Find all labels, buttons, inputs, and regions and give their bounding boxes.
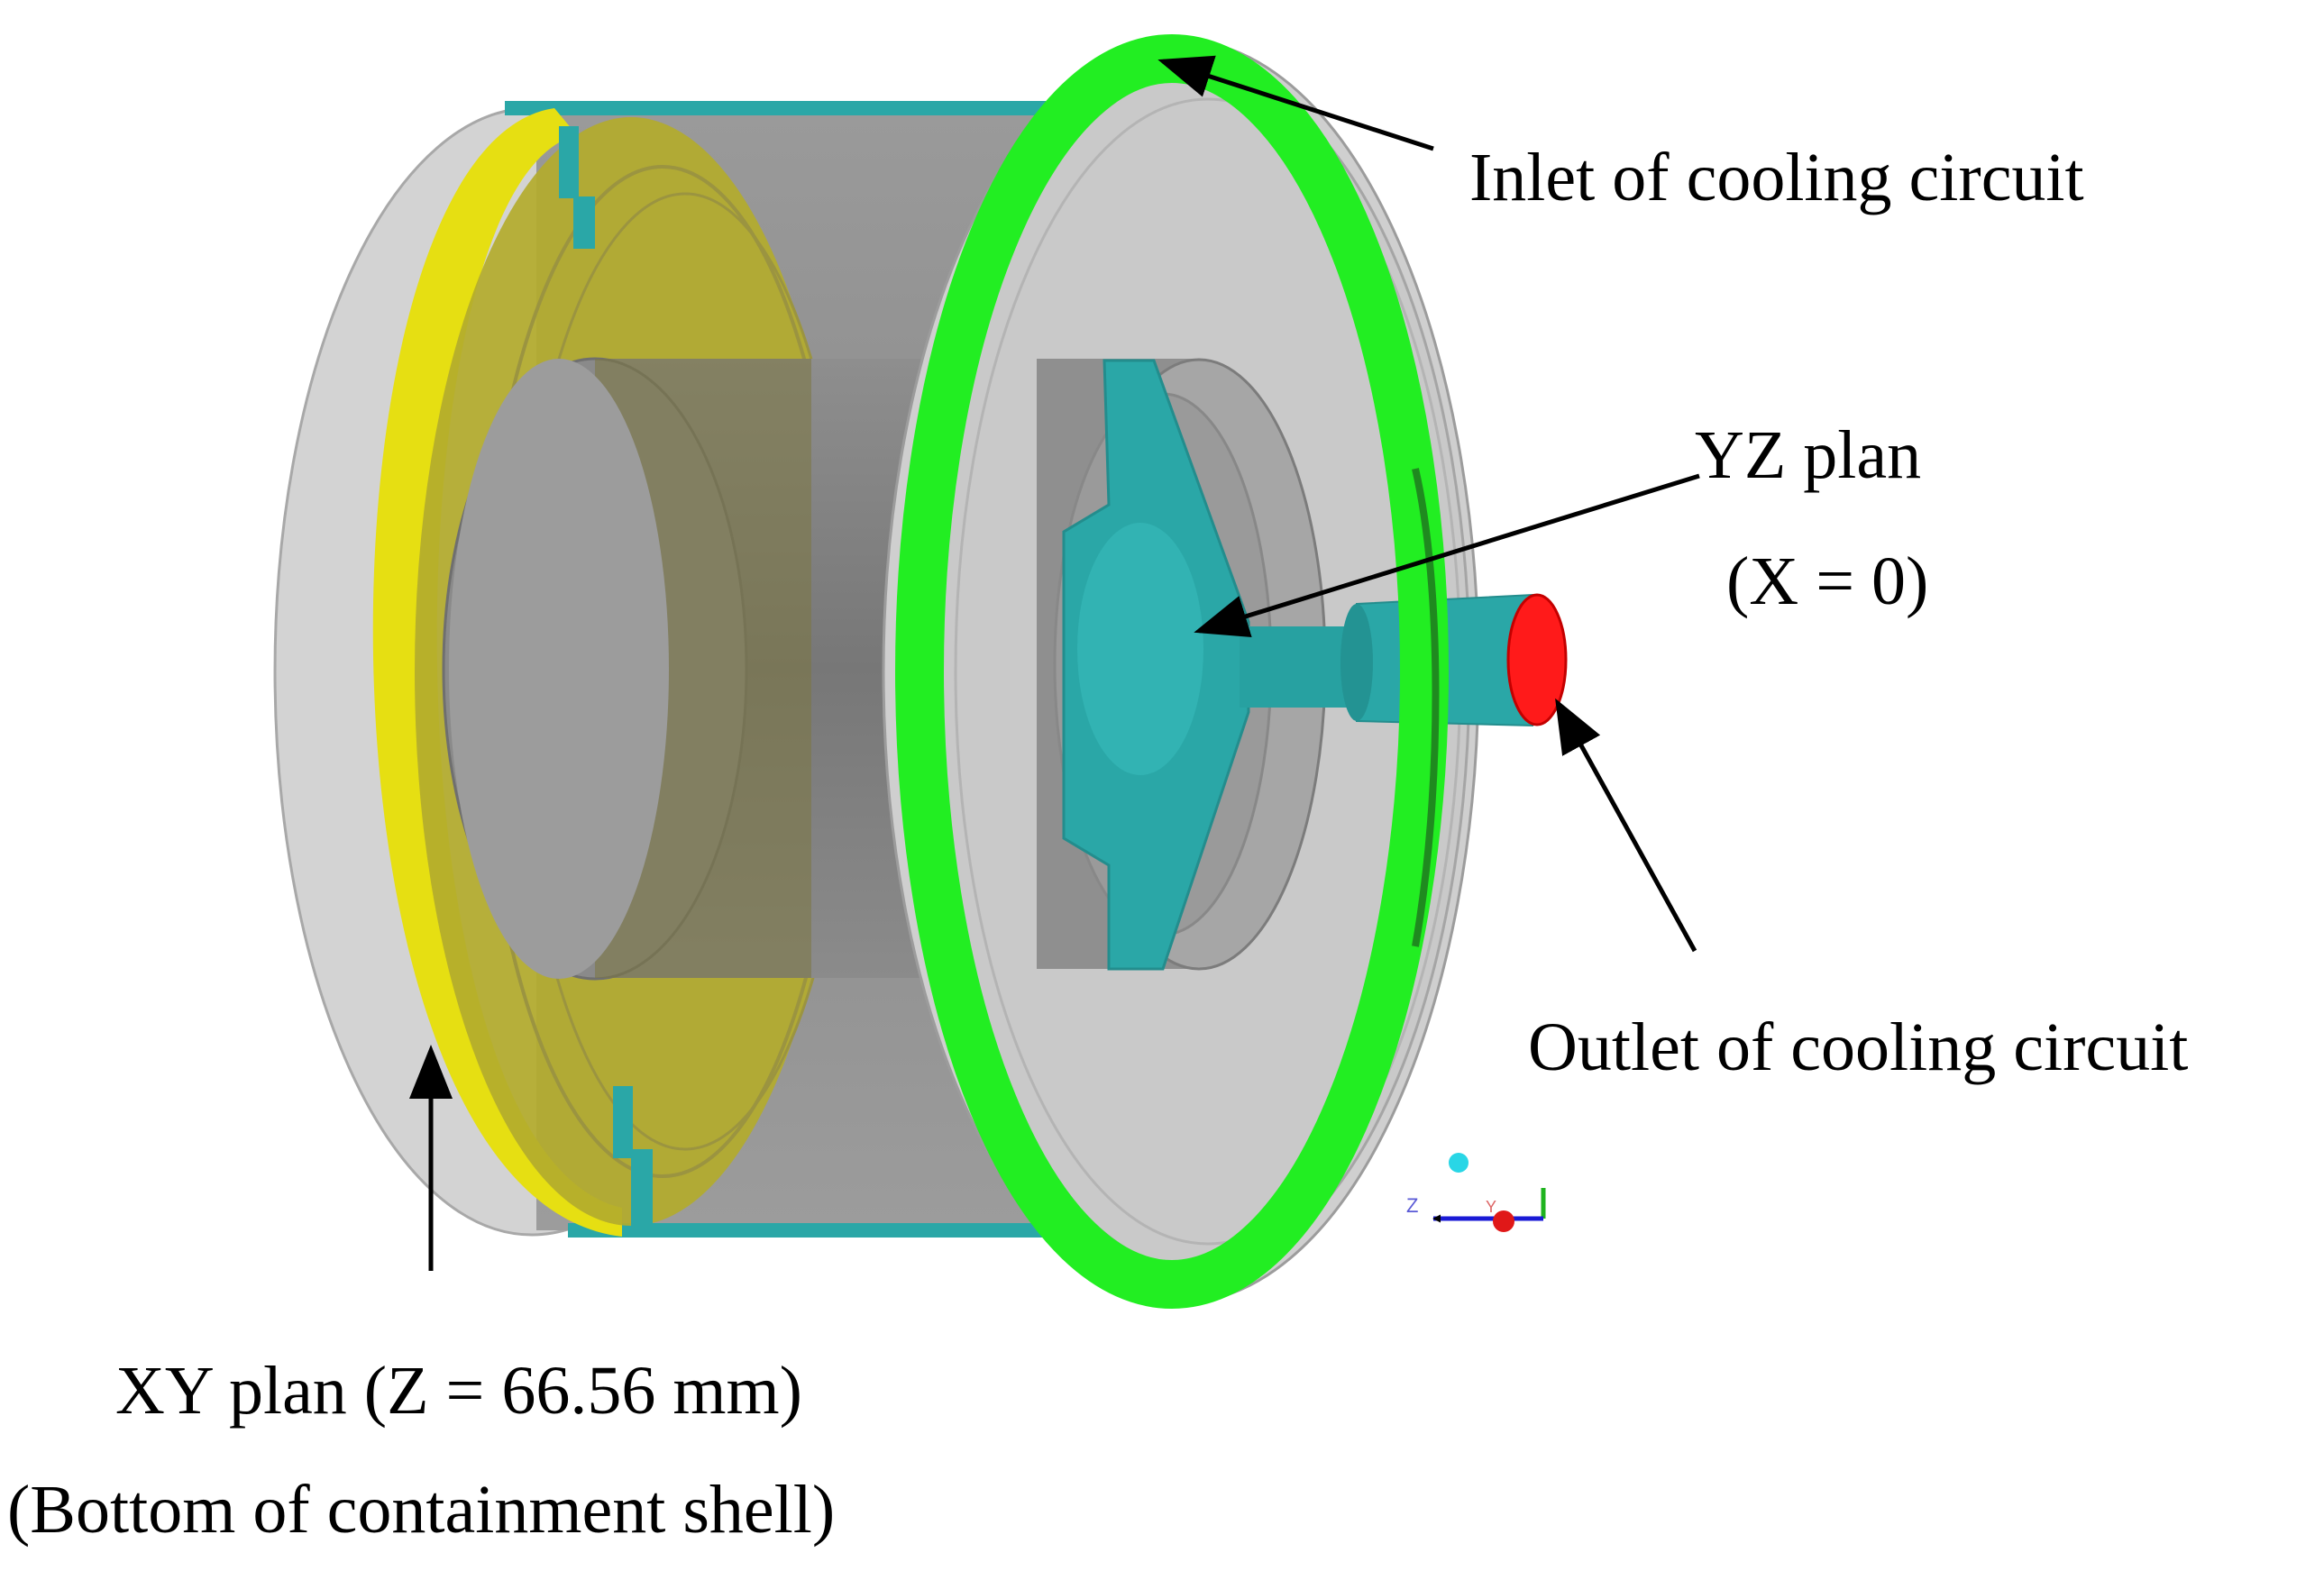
axis-triad: Z Y	[1406, 1153, 1546, 1232]
xy-plan-label: XY plan (Z = 66.56 mm)	[115, 1353, 802, 1429]
yz-plan-sublabel: (X = 0)	[1726, 543, 1928, 619]
inlet-arrow	[1157, 55, 1434, 151]
model-render	[273, 34, 1568, 1309]
outlet-arrow	[1555, 698, 1697, 953]
annotation-arrows	[409, 55, 1700, 1271]
xy-plane-outer-edge	[372, 108, 622, 1237]
yz-plan-arrow	[1194, 473, 1700, 637]
yz-plan-label: YZ plan	[1695, 417, 1921, 493]
axis-z-label: Z	[1406, 1194, 1418, 1217]
xy-plan-sublabel: (Bottom of containment shell)	[7, 1472, 835, 1548]
outlet-pipe	[1240, 626, 1375, 708]
annotation-labels: Inlet of cooling circuit YZ plan (X = 0)…	[7, 140, 2188, 1548]
outlet-face	[1506, 593, 1568, 726]
axis-y-label: Y	[1486, 1198, 1496, 1216]
outlet-label: Outlet of cooling circuit	[1528, 1009, 2188, 1085]
inlet-label: Inlet of cooling circuit	[1469, 140, 2084, 215]
